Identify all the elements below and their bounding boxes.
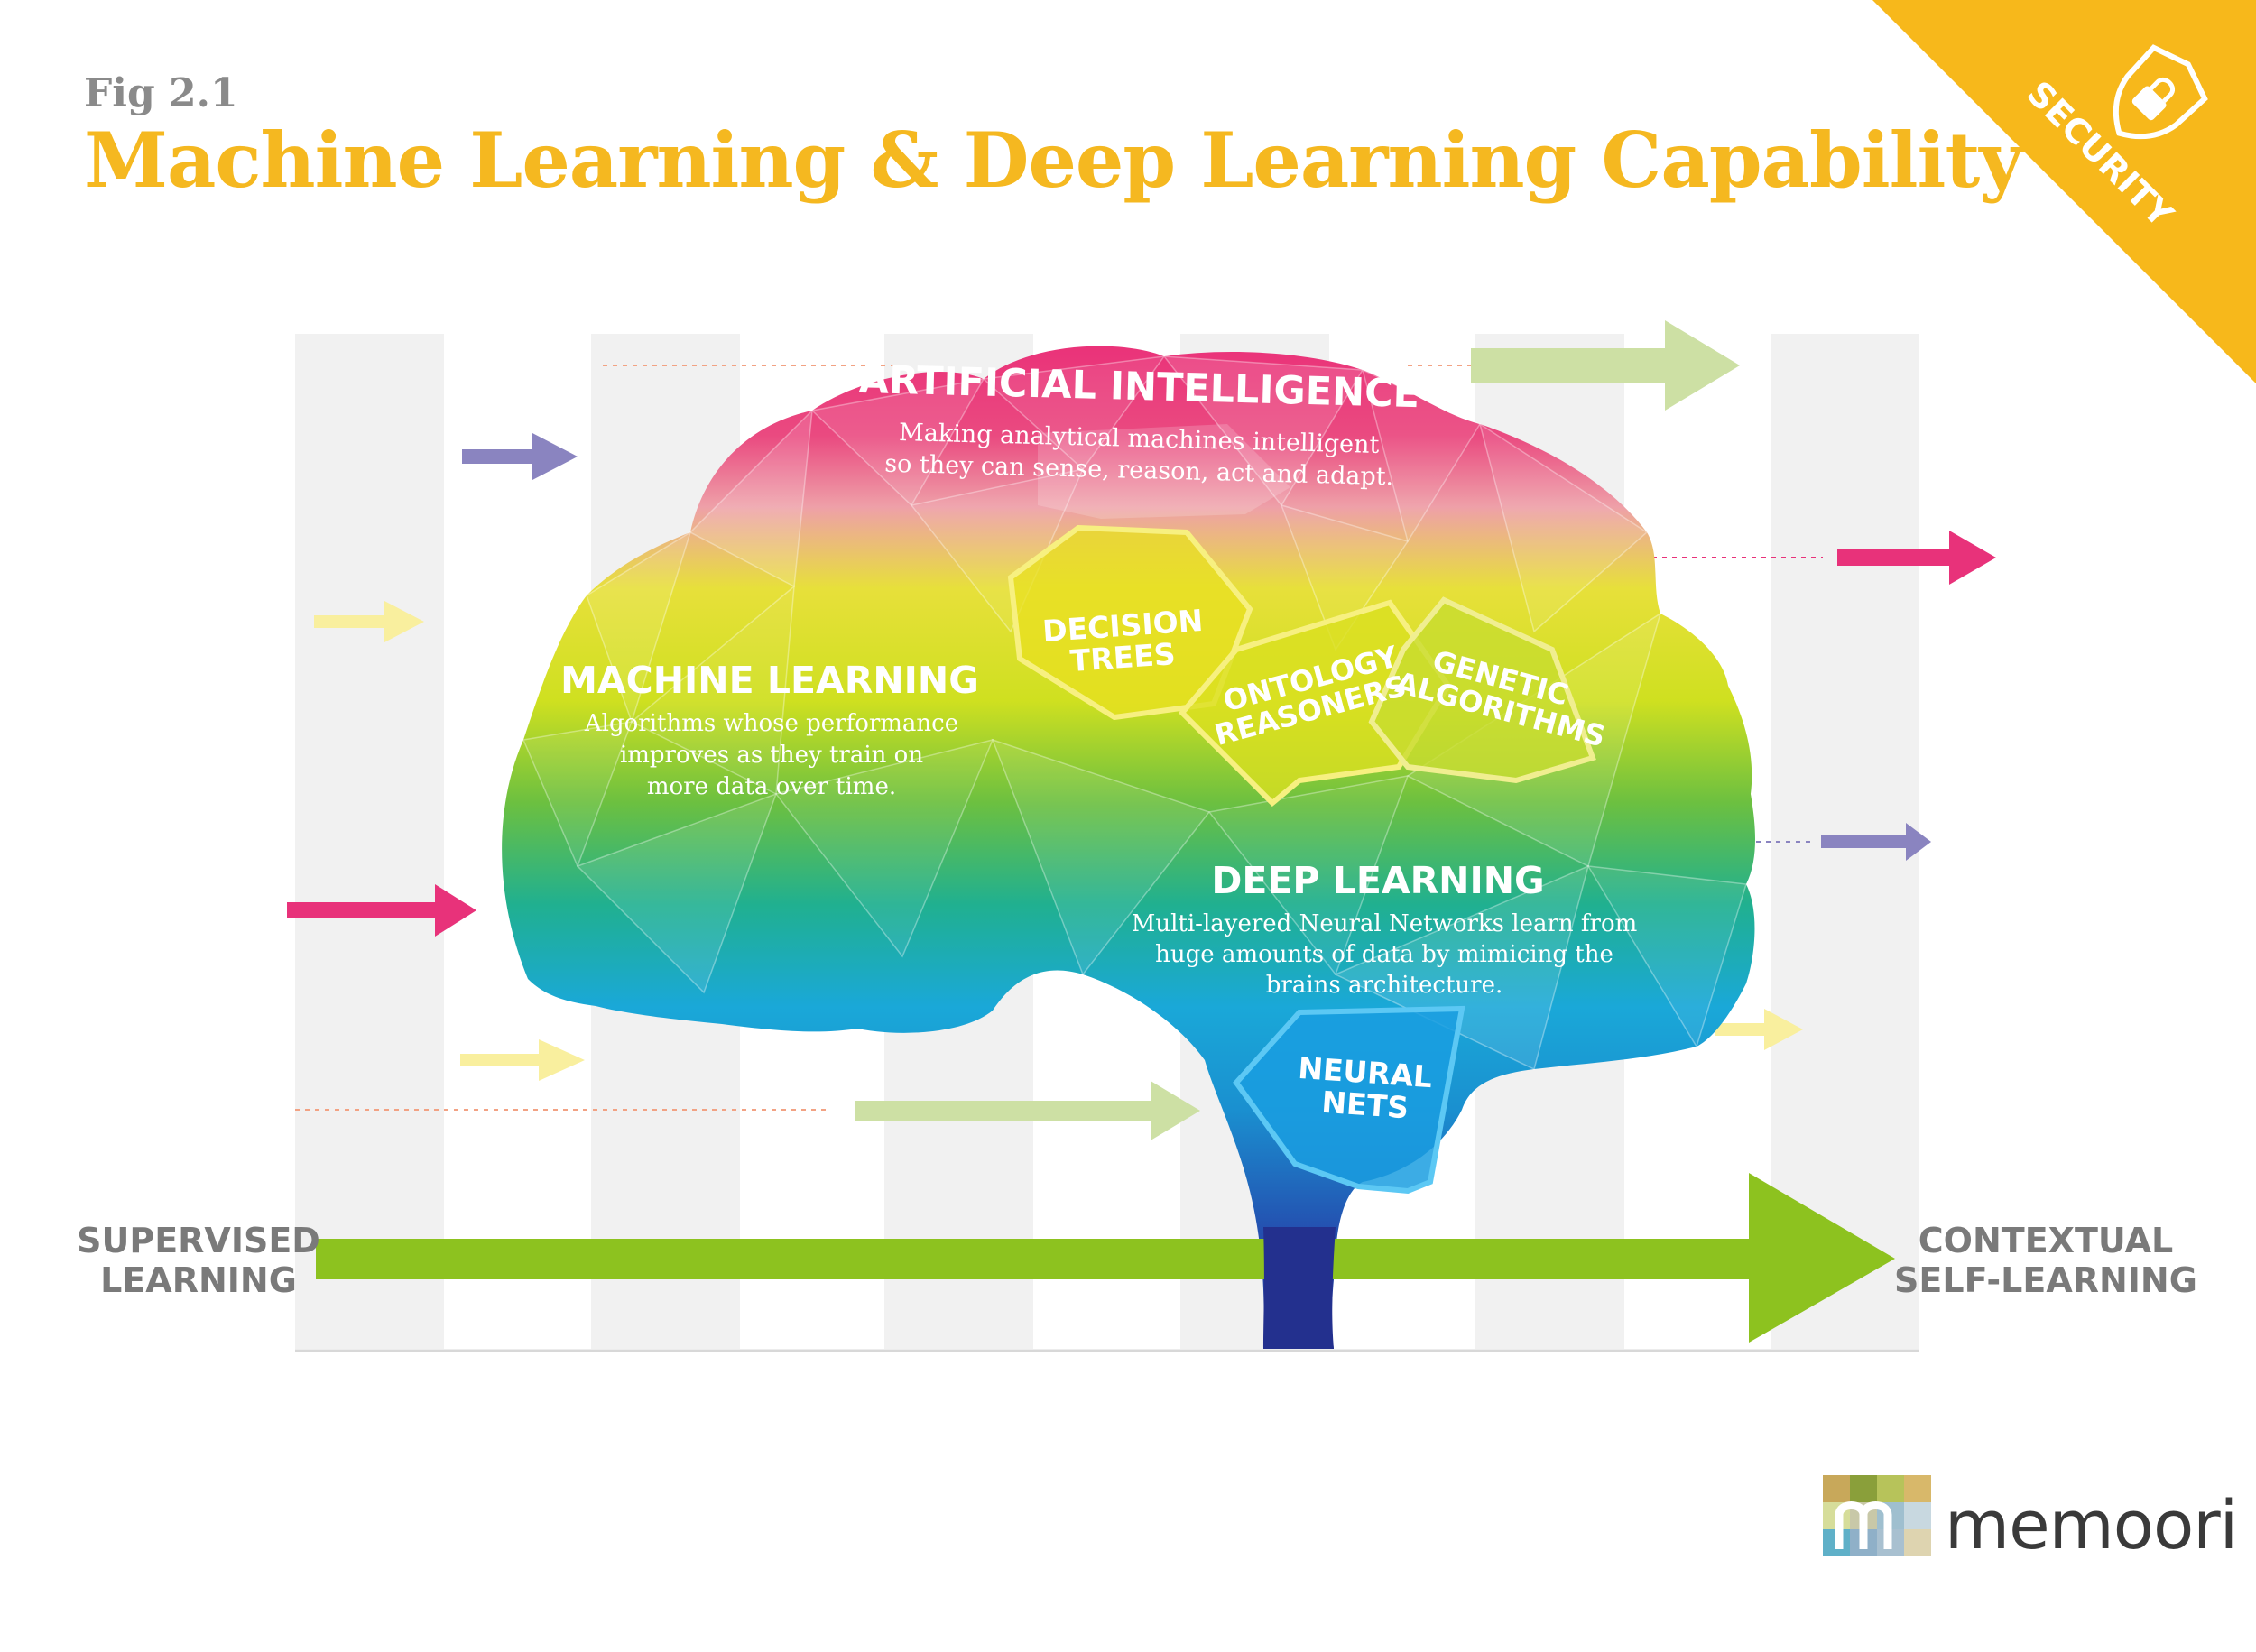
arrow-pale-yellow-bottom-left — [460, 1039, 585, 1081]
ml-desc-line-3: more data over time. — [647, 773, 896, 800]
memoori-logo-text: memoori — [1945, 1487, 2238, 1564]
dl-desc-line-3: brains architecture. — [1266, 972, 1502, 999]
arrow-pale-yellow-left — [314, 601, 424, 642]
brain-shape — [502, 346, 1756, 1349]
arrow-pale-green-bottom — [855, 1081, 1200, 1140]
arrow-magenta-right — [1837, 531, 1996, 585]
ml-desc-line-2: improves as they train on — [620, 742, 923, 769]
security-corner-badge: SECURITY — [1872, 0, 2256, 383]
dl-desc-line-2: huge amounts of data by mimicing the — [1155, 941, 1613, 968]
shield-lock-icon — [2113, 44, 2208, 140]
axis-left-line-2: LEARNING — [100, 1260, 297, 1300]
axis-left-line-1: SUPERVISED — [77, 1221, 320, 1260]
neural-nets-line-2: NETS — [1320, 1084, 1410, 1126]
arrow-purple-right — [1821, 823, 1931, 861]
page-title: Machine Learning & Deep Learning Capabil… — [84, 115, 2023, 205]
axis-right-line-2: SELF-LEARNING — [1894, 1260, 2197, 1300]
axis-right-line-1: CONTEXTUAL — [1919, 1221, 2173, 1260]
brain-stem — [1263, 1227, 1336, 1349]
ml-desc-line-1: Algorithms whose performance — [584, 710, 958, 737]
decision-trees-line-2: TREES — [1069, 636, 1177, 678]
ontology-hex — [1178, 599, 1452, 808]
arrow-magenta-left — [287, 884, 476, 937]
arrow-purple-top-left — [462, 433, 578, 480]
dl-title: DEEP LEARNING — [1211, 859, 1544, 902]
neural-nets-hex — [1233, 1005, 1465, 1195]
decision-trees-hex — [1007, 524, 1253, 721]
learning-axis-arrow — [316, 1173, 1895, 1343]
ml-title: MACHINE LEARNING — [560, 659, 979, 702]
dl-desc-line-1: Multi-layered Neural Networks learn from — [1132, 910, 1638, 937]
fig-label: Fig 2.1 — [84, 70, 238, 116]
memoori-logo-mark — [1823, 1475, 1931, 1556]
dashed-guides — [295, 365, 1823, 1111]
arrow-pale-yellow-right — [1715, 1009, 1803, 1050]
arrow-pale-green-top-right — [1471, 320, 1740, 411]
genetic-hex — [1368, 596, 1596, 784]
